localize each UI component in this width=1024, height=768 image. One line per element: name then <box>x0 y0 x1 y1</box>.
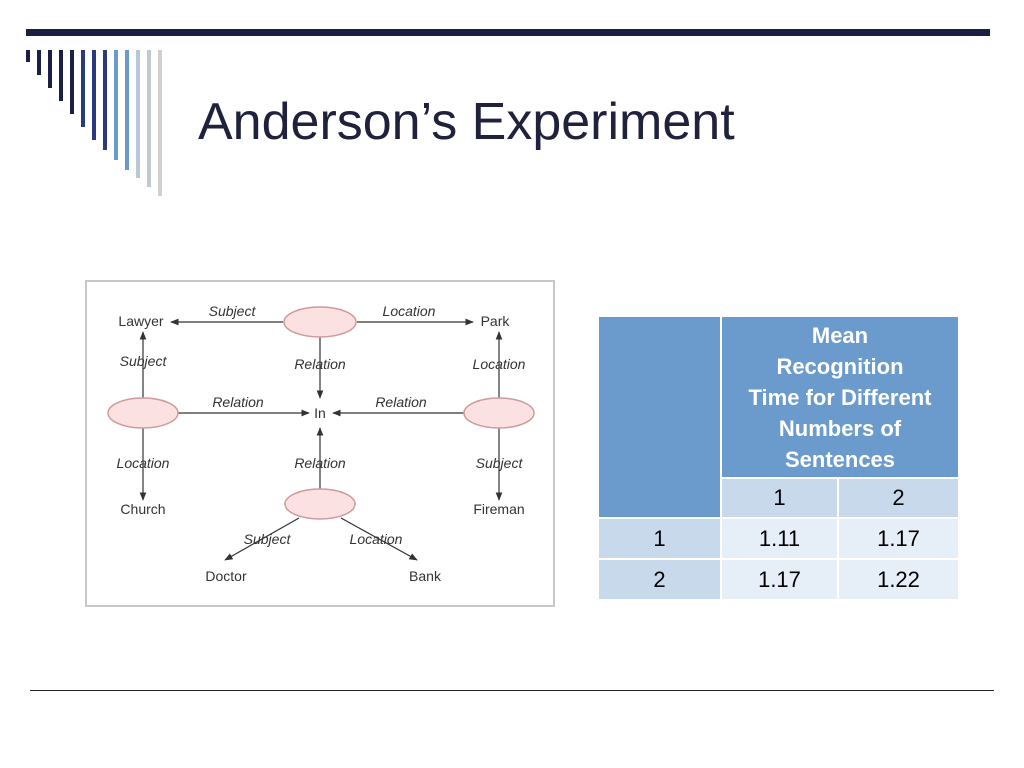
table-subheader-row: 1 2 <box>598 477 960 519</box>
table-cell: 1.17 <box>720 558 839 601</box>
stripe <box>136 50 140 178</box>
row-header: 2 <box>597 558 722 601</box>
edge-label: Relation <box>294 455 346 471</box>
edge-line <box>340 517 418 561</box>
proposition-node-right <box>463 397 535 429</box>
node-doctor: Doctor <box>205 568 247 584</box>
edge-label: Subject <box>244 531 292 547</box>
edge-label: Location <box>350 531 403 547</box>
edge-label: Subject <box>476 455 524 471</box>
stripe <box>37 50 41 75</box>
edge-label: Subject <box>209 303 257 319</box>
decorative-stripes <box>26 50 176 210</box>
edge-label: Relation <box>375 394 427 410</box>
stripe <box>26 50 30 62</box>
node-lawyer: Lawyer <box>118 313 163 329</box>
stripe <box>125 50 129 170</box>
node-bank: Bank <box>409 568 442 584</box>
stripe <box>158 50 162 196</box>
proposition-node-left <box>107 397 179 429</box>
proposition-node-bottom <box>284 488 356 520</box>
stripe <box>114 50 118 160</box>
proposition-node-top <box>283 306 357 338</box>
propositional-network-diagram: Lawyer Park In Church Fireman Doctor Ban… <box>85 280 555 607</box>
edge-label: Relation <box>294 356 346 372</box>
row-header: 1 <box>597 517 722 560</box>
header-line: Recognition <box>776 353 904 379</box>
slide-title: Anderson’s Experiment <box>198 93 735 151</box>
stripe <box>81 50 85 127</box>
column-header: 2 <box>837 477 960 519</box>
top-rule <box>26 29 990 36</box>
table-row: 2 1.17 1.22 <box>597 558 960 601</box>
edge-label: Location <box>473 356 526 372</box>
table-cell: 1.11 <box>720 517 839 560</box>
stripe <box>103 50 107 150</box>
stripe <box>92 50 96 140</box>
table-row: 1 1.11 1.17 <box>597 517 960 560</box>
table-cell: 1.17 <box>837 517 960 560</box>
recognition-time-table: Mean Recognition Time for Different Numb… <box>597 315 960 601</box>
table-cell: 1.22 <box>837 558 960 601</box>
header-line: Sentences <box>784 446 896 472</box>
edge-label: Location <box>117 455 170 471</box>
header-line: Numbers of <box>778 415 902 441</box>
stripe <box>48 50 52 88</box>
table-header: Mean Recognition Time for Different Numb… <box>720 315 960 479</box>
stripe <box>59 50 63 101</box>
stripe <box>70 50 74 114</box>
edge-label: Subject <box>120 353 168 369</box>
edge-line <box>224 517 300 561</box>
node-in: In <box>314 405 326 421</box>
table-header-row: Mean Recognition Time for Different Numb… <box>597 315 960 519</box>
header-line: Time for Different <box>748 384 932 410</box>
bottom-rule <box>30 690 994 691</box>
stripe <box>147 50 151 187</box>
header-line: Mean <box>811 322 869 348</box>
table-corner-cell <box>597 315 722 519</box>
edge-label: Relation <box>212 394 264 410</box>
column-header: 1 <box>720 477 839 519</box>
node-park: Park <box>481 313 511 329</box>
node-church: Church <box>120 501 165 517</box>
edge-label: Location <box>383 303 436 319</box>
node-fireman: Fireman <box>473 501 524 517</box>
